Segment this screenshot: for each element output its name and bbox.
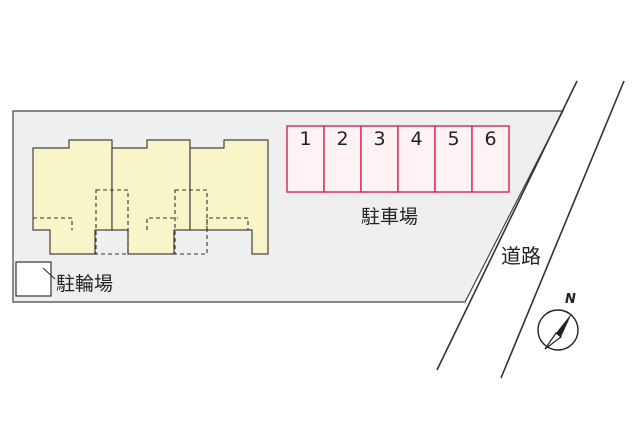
road-edge-left xyxy=(436,80,578,371)
building-unit-2 xyxy=(111,139,191,255)
parking-stalls xyxy=(286,125,510,193)
parking-stall-number: 1 xyxy=(299,128,312,150)
building xyxy=(32,139,269,255)
compass-north-label: N xyxy=(565,292,576,307)
building-unit-3 xyxy=(189,139,269,255)
parking-stall-2 xyxy=(323,125,362,193)
parking-stall-6 xyxy=(471,125,510,193)
parking-stall-4 xyxy=(397,125,436,193)
parking-stall-number: 4 xyxy=(410,128,423,150)
parking-stall-3 xyxy=(360,125,399,193)
compass-icon xyxy=(537,309,579,351)
parking-stall-number: 5 xyxy=(447,128,460,150)
parking-stall-number: 6 xyxy=(484,128,497,150)
bicycle-parking-label: 駐輪場 xyxy=(56,273,114,295)
bicycle-parking-box xyxy=(15,261,52,297)
bicycle-parking-leader xyxy=(42,267,56,280)
building-unit-1 xyxy=(32,139,113,255)
parking-label: 駐車場 xyxy=(361,206,419,228)
road-edge-right xyxy=(500,80,625,379)
parking-stall-1 xyxy=(286,125,325,193)
building-dashed-lines xyxy=(33,189,249,255)
parking-stall-number: 3 xyxy=(373,128,386,150)
parking-stall-number: 2 xyxy=(336,128,349,150)
road-label: 道路 xyxy=(501,244,541,268)
